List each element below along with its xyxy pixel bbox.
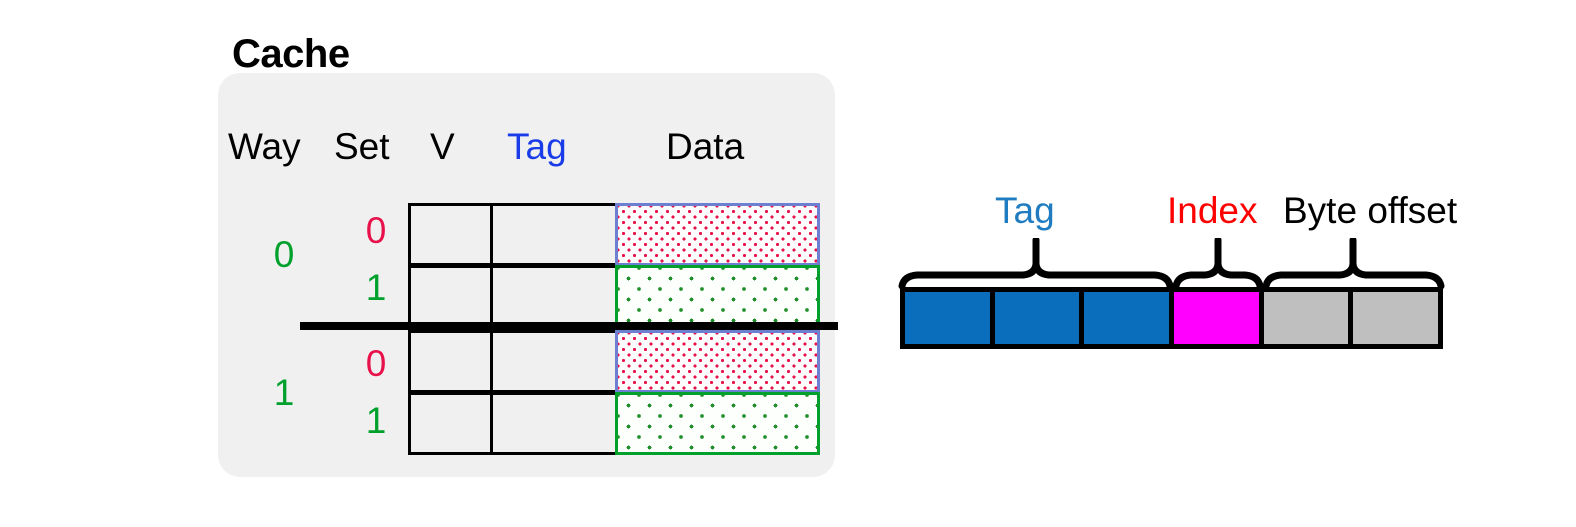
data-cell[interactable] bbox=[615, 330, 820, 393]
valid-cell[interactable] bbox=[408, 203, 493, 266]
tag-cell[interactable] bbox=[490, 330, 618, 393]
column-header-tag: Tag bbox=[507, 126, 567, 167]
brace-tag-icon bbox=[898, 238, 1174, 290]
tag-cell[interactable] bbox=[490, 265, 618, 328]
address-field-label-tag: Tag bbox=[995, 190, 1055, 231]
set-label-row-1: 1 bbox=[365, 267, 387, 308]
table-row bbox=[408, 392, 820, 455]
table-row bbox=[408, 330, 820, 393]
address-cell-tag-2[interactable] bbox=[1084, 292, 1170, 344]
data-cell[interactable] bbox=[615, 392, 820, 455]
valid-cell[interactable] bbox=[408, 265, 493, 328]
tag-cell[interactable] bbox=[490, 392, 618, 455]
table-row bbox=[408, 265, 820, 328]
field-braces-group bbox=[898, 238, 1445, 290]
brace-offset-icon bbox=[1262, 238, 1445, 290]
set-label-row-2: 0 bbox=[365, 343, 387, 384]
valid-cell[interactable] bbox=[408, 330, 493, 393]
tag-cell[interactable] bbox=[490, 203, 618, 266]
way-separator-line bbox=[300, 322, 838, 330]
column-header-valid: V bbox=[430, 126, 455, 167]
address-cell-offset-1[interactable] bbox=[1353, 292, 1439, 344]
cache-title: Cache bbox=[232, 32, 350, 76]
way-label-1: 1 bbox=[273, 372, 295, 413]
address-breakdown-diagram: Tag Index Byte offset bbox=[895, 180, 1458, 355]
data-cell[interactable] bbox=[615, 203, 820, 266]
brace-index-icon bbox=[1172, 238, 1264, 290]
address-bit-bar bbox=[900, 287, 1443, 349]
way-label-0: 0 bbox=[273, 234, 295, 275]
column-header-data: Data bbox=[666, 126, 745, 167]
address-cell-offset-0[interactable] bbox=[1263, 292, 1349, 344]
valid-cell[interactable] bbox=[408, 392, 493, 455]
column-header-way: Way bbox=[228, 126, 301, 167]
table-row bbox=[408, 203, 820, 266]
set-label-row-0: 0 bbox=[365, 210, 387, 251]
set-label-row-3: 1 bbox=[365, 400, 387, 441]
address-field-label-offset: Byte offset bbox=[1283, 190, 1458, 231]
column-header-set: Set bbox=[334, 126, 390, 167]
data-cell[interactable] bbox=[615, 265, 820, 328]
address-field-label-index: Index bbox=[1167, 190, 1258, 231]
address-cell-index-0[interactable] bbox=[1174, 292, 1259, 344]
address-cell-tag-0[interactable] bbox=[905, 292, 990, 344]
address-cell-tag-1[interactable] bbox=[994, 292, 1080, 344]
